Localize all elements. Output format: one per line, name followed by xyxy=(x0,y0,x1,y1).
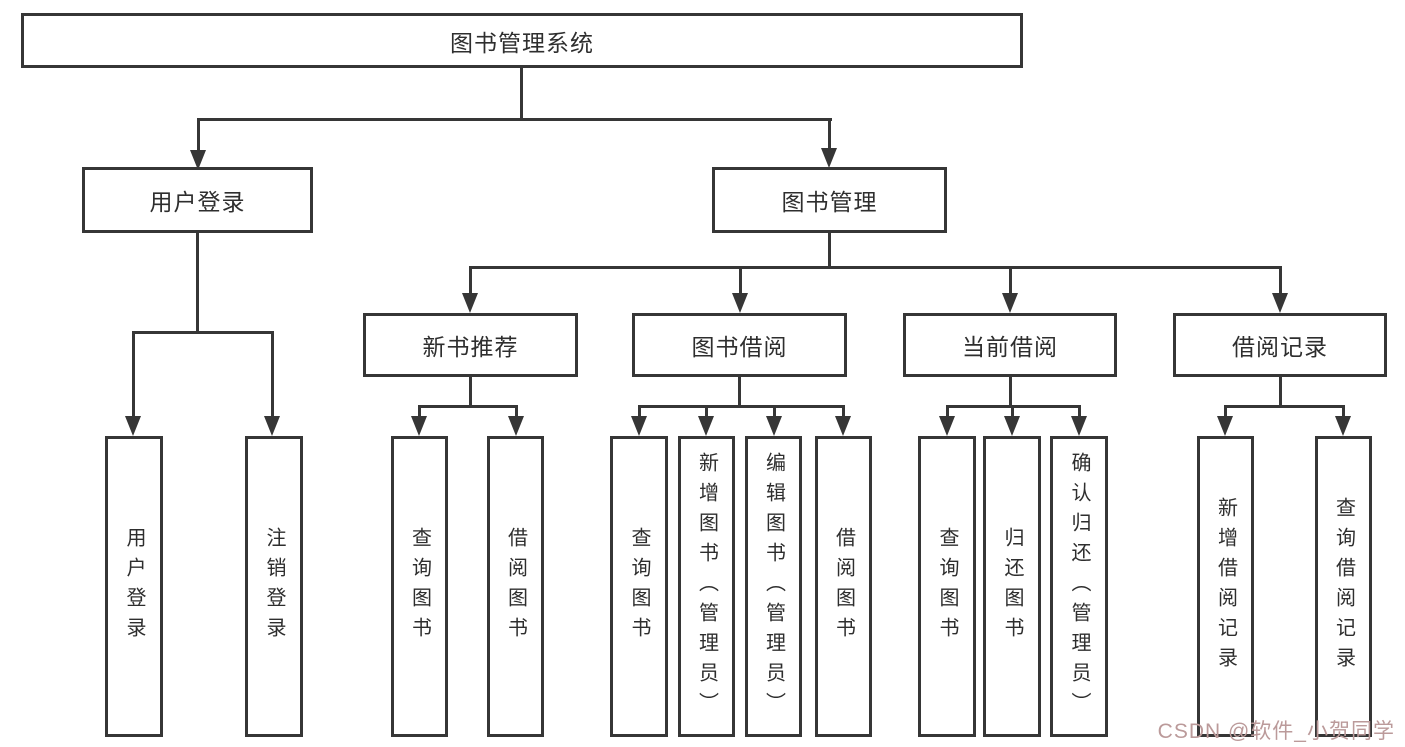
arrow-borrow-record-leaf-2 xyxy=(1335,405,1352,436)
node-book-borrow-label: 图书借阅 xyxy=(691,334,788,360)
leaf-borrow-book: 借阅图书 xyxy=(815,436,872,737)
connector-user-login-stem xyxy=(196,233,199,334)
arrow-current-borrow-leaf-2 xyxy=(1004,405,1021,436)
leaf-logout-label: 注销登录 xyxy=(263,526,285,647)
arrow-book-borrow-leaf-3 xyxy=(766,405,783,436)
arrow-to-book-mgmt xyxy=(821,118,838,168)
arrow-new-book-leaf-1 xyxy=(411,405,428,436)
leaf-current-confirm: 确认归还（管理员） xyxy=(1050,436,1108,737)
connector-new-book-rail xyxy=(418,405,518,408)
leaf-record-add-label: 新增借阅记录 xyxy=(1214,496,1237,677)
node-book-mgmt: 图书管理 xyxy=(712,167,947,233)
arrow-to-book-borrow xyxy=(732,266,749,313)
arrow-to-user-login xyxy=(190,118,207,170)
leaf-current-confirm-label: 确认归还（管理员） xyxy=(1068,451,1090,722)
leaf-record-query: 查询借阅记录 xyxy=(1315,436,1372,737)
node-borrow-record: 借阅记录 xyxy=(1173,313,1387,377)
arrow-to-new-book xyxy=(462,266,479,313)
connector-borrow-record-stem xyxy=(1279,377,1282,408)
leaf-borrow-edit: 编辑图书（管理员） xyxy=(745,436,802,737)
node-user-login-label: 用户登录 xyxy=(149,189,246,215)
node-current-borrow: 当前借阅 xyxy=(903,313,1117,377)
connector-book-borrow-stem xyxy=(738,377,741,408)
leaf-borrow-add: 新增图书（管理员） xyxy=(678,436,735,737)
leaf-new-book-query-label: 查询图书 xyxy=(408,526,431,647)
leaf-logout: 注销登录 xyxy=(245,436,303,737)
node-new-book-label: 新书推荐 xyxy=(422,334,519,360)
leaf-borrow-query-label: 查询图书 xyxy=(628,526,650,647)
connector-book-borrow-rail xyxy=(638,405,845,408)
connector-root-rail xyxy=(197,118,832,121)
connector-borrow-record-rail xyxy=(1224,405,1345,408)
node-root-label: 图书管理系统 xyxy=(450,29,594,56)
leaf-new-book-query: 查询图书 xyxy=(391,436,448,737)
connector-user-login-rail xyxy=(132,331,274,334)
arrow-book-borrow-leaf-1 xyxy=(631,405,648,436)
connector-current-borrow-stem xyxy=(1009,377,1012,408)
connector-root-stem xyxy=(520,68,523,120)
connector-book-mgmt-stem xyxy=(828,233,831,269)
arrow-current-borrow-leaf-1 xyxy=(939,405,956,436)
leaf-current-query-label: 查询图书 xyxy=(936,526,958,647)
node-book-mgmt-label: 图书管理 xyxy=(781,189,878,215)
leaf-user-login: 用户登录 xyxy=(105,436,163,737)
connector-new-book-stem xyxy=(469,377,472,408)
node-user-login: 用户登录 xyxy=(82,167,313,233)
arrow-book-borrow-leaf-2 xyxy=(698,405,715,436)
leaf-new-book-borrow: 借阅图书 xyxy=(487,436,544,737)
arrow-current-borrow-leaf-3 xyxy=(1071,405,1088,436)
arrow-to-current-borrow xyxy=(1002,266,1019,313)
arrow-to-leaf-logout xyxy=(264,331,281,436)
node-borrow-record-label: 借阅记录 xyxy=(1232,334,1328,360)
connector-book-mgmt-rail xyxy=(469,266,1282,269)
leaf-current-return: 归还图书 xyxy=(983,436,1041,737)
node-book-borrow: 图书借阅 xyxy=(632,313,847,377)
node-new-book: 新书推荐 xyxy=(363,313,578,377)
leaf-borrow-add-label: 新增图书（管理员） xyxy=(695,451,718,722)
arrow-to-leaf-login xyxy=(125,331,142,436)
leaf-current-return-label: 归还图书 xyxy=(1001,526,1023,647)
arrow-to-borrow-record xyxy=(1272,266,1289,313)
leaf-new-book-borrow-label: 借阅图书 xyxy=(504,526,527,647)
leaf-borrow-book-label: 借阅图书 xyxy=(832,526,855,647)
leaf-record-add: 新增借阅记录 xyxy=(1197,436,1254,737)
node-current-borrow-label: 当前借阅 xyxy=(962,334,1058,360)
leaf-borrow-query: 查询图书 xyxy=(610,436,668,737)
arrow-borrow-record-leaf-1 xyxy=(1217,405,1234,436)
arrow-new-book-leaf-2 xyxy=(508,405,525,436)
leaf-user-login-label: 用户登录 xyxy=(123,526,145,647)
watermark: CSDN @软件_小贺同学 xyxy=(1157,720,1395,743)
node-root: 图书管理系统 xyxy=(21,13,1023,68)
leaf-record-query-label: 查询借阅记录 xyxy=(1332,496,1355,677)
leaf-current-query: 查询图书 xyxy=(918,436,976,737)
arrow-book-borrow-leaf-4 xyxy=(835,405,852,436)
leaf-borrow-edit-label: 编辑图书（管理员） xyxy=(762,451,785,722)
